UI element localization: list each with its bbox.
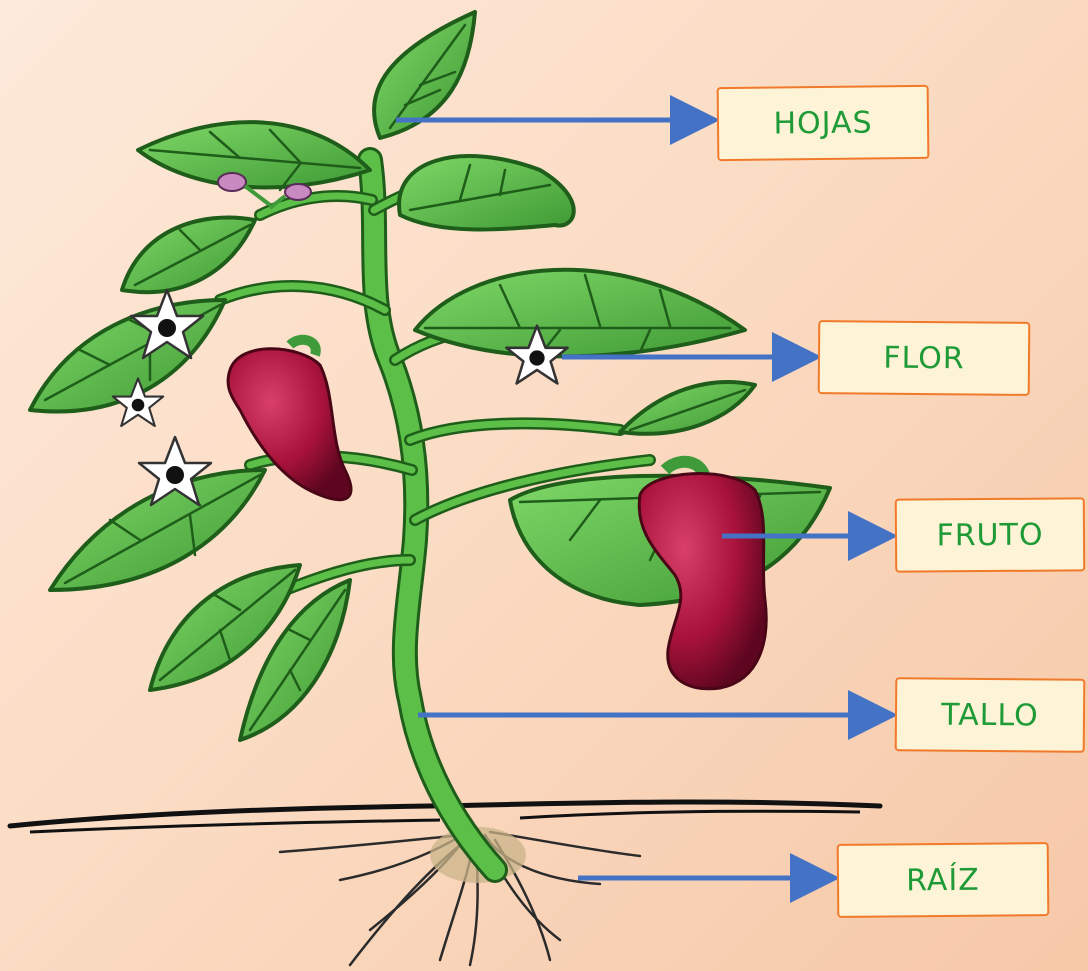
label-hojas: HOJAS [717,85,930,161]
label-raiz: RAÍZ [837,842,1050,918]
label-fruto: FRUTO [895,497,1086,572]
label-flor: FLOR [818,320,1031,396]
leaf [138,122,370,187]
label-tallo: TALLO [895,677,1086,753]
leaf [415,270,745,357]
leaf [399,156,574,229]
